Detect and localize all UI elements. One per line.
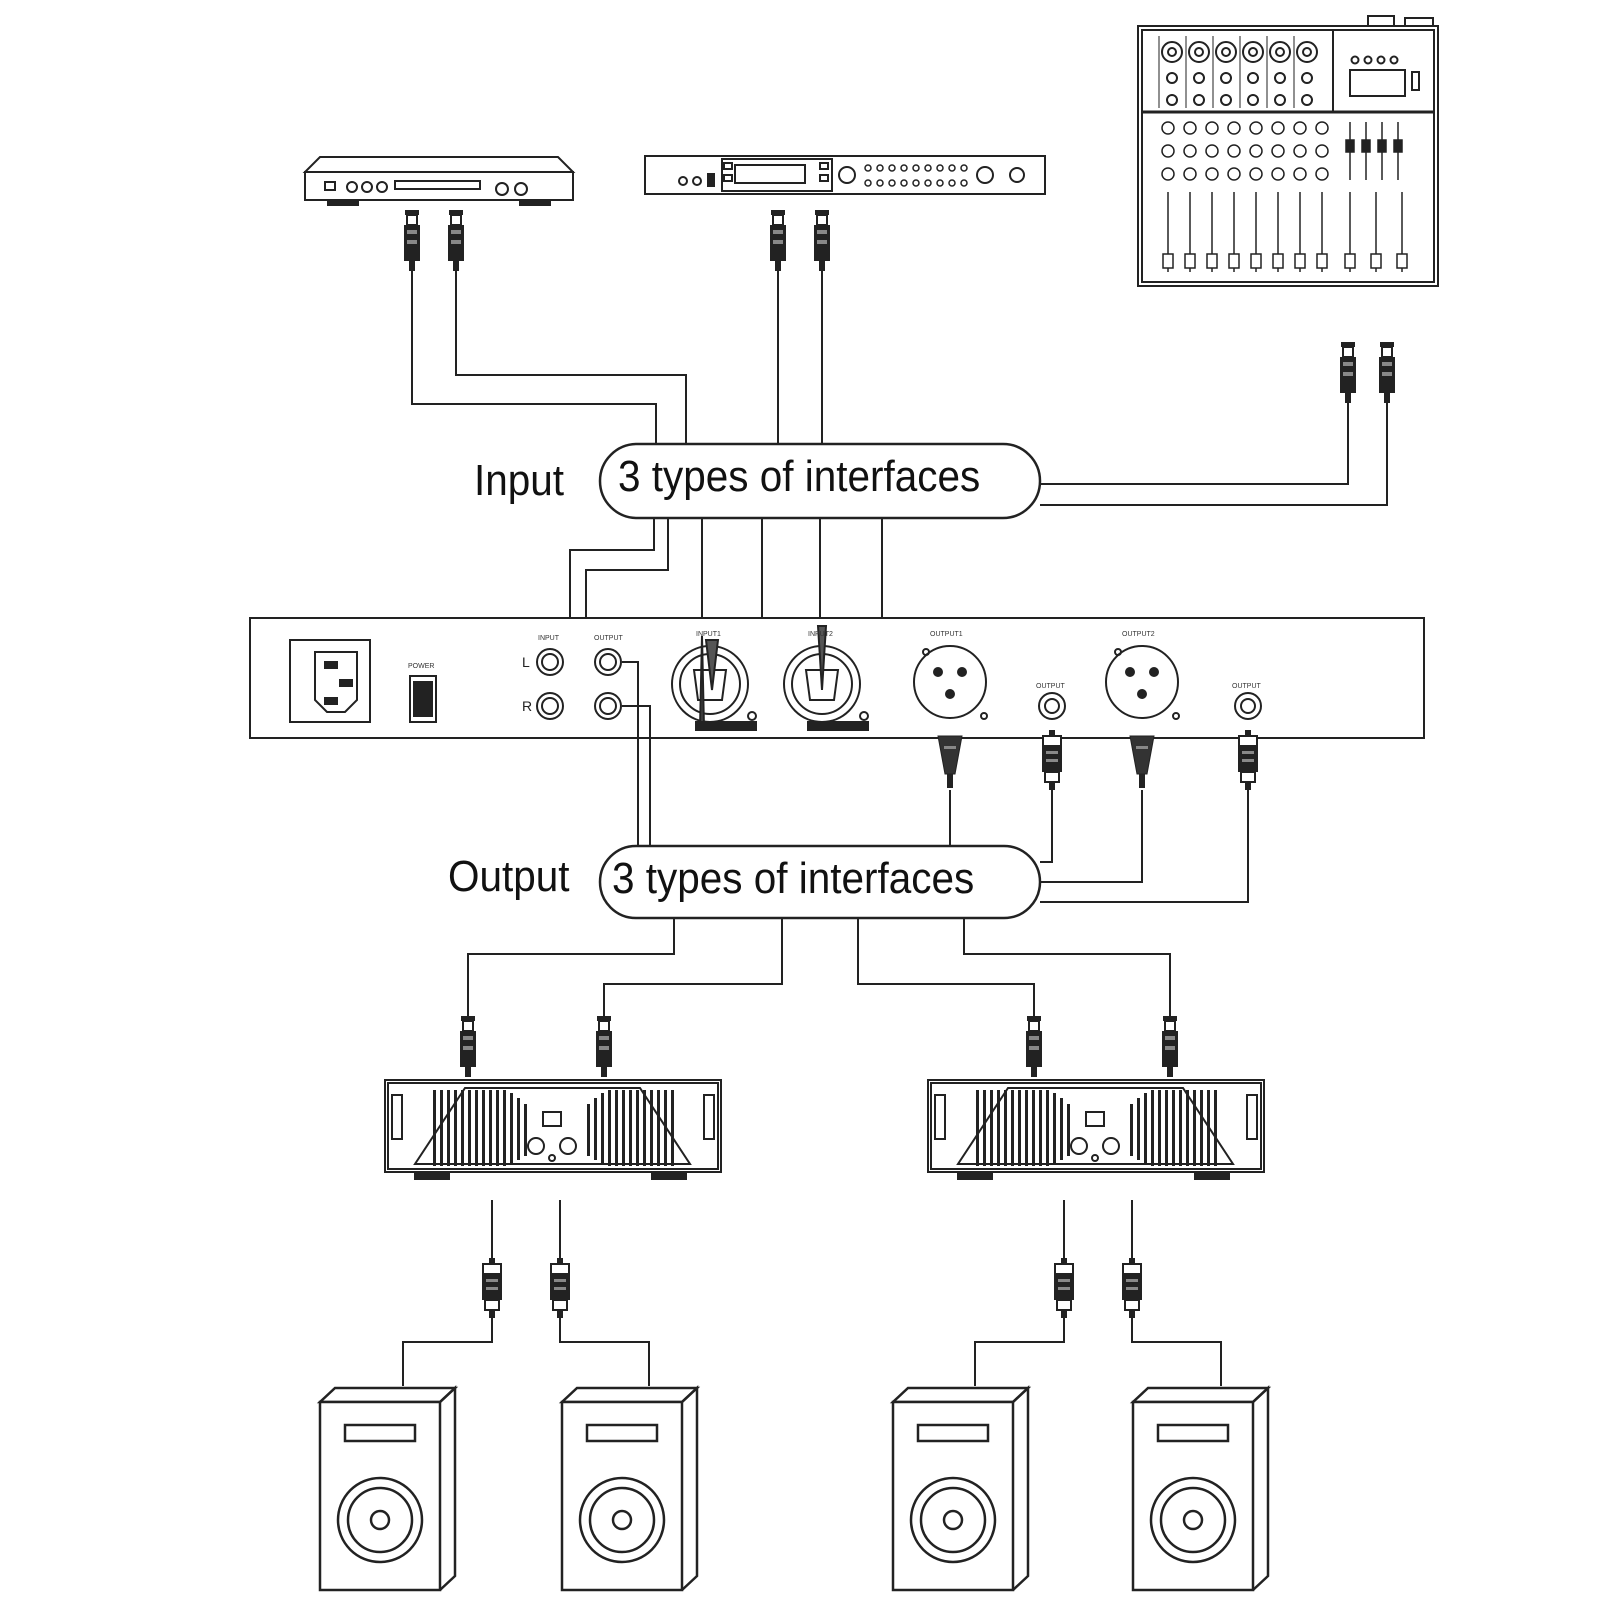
panel-labels: POWER INPUT OUTPUT L R INPUT1 INPUT2 OUT…	[408, 631, 1262, 714]
xlr-output-1-label: OUTPUT1	[930, 631, 963, 638]
output-label: Output	[448, 852, 570, 901]
rca-input-label: INPUT	[538, 635, 560, 642]
power-switch	[409, 675, 437, 723]
power-inlet	[289, 639, 371, 723]
jack-output-1	[1038, 692, 1066, 720]
mixing-console	[1137, 15, 1439, 287]
jack-output-2	[1234, 692, 1262, 720]
right-channel-label: R	[522, 698, 532, 714]
input-interfaces-pill	[598, 442, 1042, 520]
jack-output-2-label: OUTPUT	[1232, 683, 1262, 690]
output-interfaces-pill	[598, 844, 1042, 920]
speaker-2	[558, 1385, 701, 1592]
xlr-output-2-label: OUTPUT2	[1122, 631, 1155, 638]
amp-input-plugs	[459, 1015, 1179, 1078]
jack-output-1-label: OUTPUT	[1036, 683, 1066, 690]
output-cables	[467, 661, 1249, 1016]
xlr-output-2	[1105, 645, 1180, 720]
speaker-cables	[402, 1200, 1222, 1386]
xlr-output-1	[913, 645, 988, 720]
combo-input-1-label: INPUT1	[696, 631, 721, 638]
processor-rear-panel	[249, 617, 1425, 739]
karaoke-processor	[644, 155, 1046, 195]
speaker-4	[1129, 1385, 1272, 1592]
left-channel-label: L	[522, 654, 530, 670]
rca-output-jacks	[594, 648, 622, 720]
combo-input-2-label: INPUT2	[808, 631, 833, 638]
dvd-player	[302, 156, 576, 206]
combo-input-1	[671, 635, 757, 731]
speaker-1	[316, 1385, 459, 1592]
output-pill-text: 3 types of interfaces	[612, 854, 975, 903]
power-label: POWER	[408, 663, 434, 670]
input-label: Input	[474, 456, 565, 505]
power-amplifier-right	[927, 1079, 1265, 1180]
power-amplifier-left	[384, 1079, 722, 1180]
speaker-plugs	[481, 1257, 1143, 1319]
combo-input-2	[783, 625, 869, 731]
input-pill-text: 3 types of interfaces	[618, 452, 981, 501]
rca-input-jacks	[536, 648, 564, 720]
rca-output-label: OUTPUT	[594, 635, 624, 642]
speaker-3	[889, 1385, 1032, 1592]
